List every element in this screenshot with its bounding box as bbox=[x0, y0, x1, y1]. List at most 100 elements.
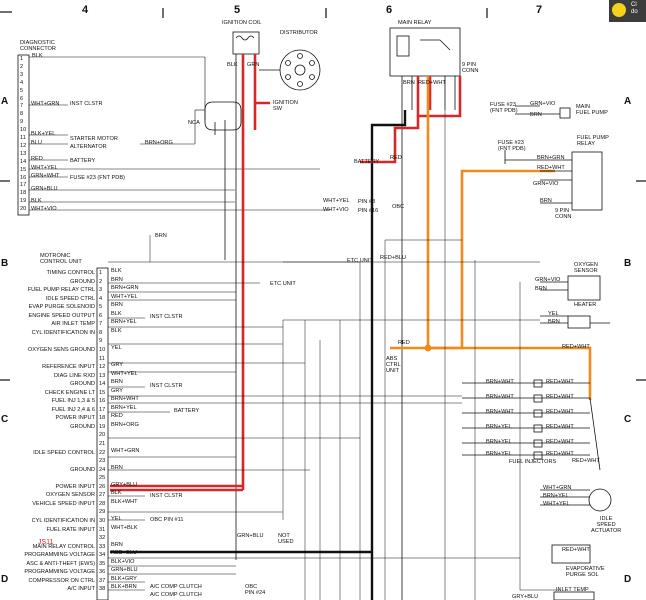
ecu-pin-label: POWER INPUT bbox=[55, 415, 95, 422]
injector-wire-in: BRN+YEL bbox=[486, 451, 512, 457]
ecu-pin-wire: BRN+YEL bbox=[111, 404, 137, 411]
coil-wire-grn: GRN bbox=[247, 62, 260, 68]
diag-wire-red: RED bbox=[31, 156, 43, 162]
ecu-pin-wire: WHT+YEL bbox=[111, 370, 138, 377]
ecu-pin-wire: WHT+BLK bbox=[111, 524, 138, 531]
ecu-pin-label: IDLE SPEED CTRL bbox=[45, 295, 95, 302]
obc-pin3: PIN #3 bbox=[358, 199, 376, 205]
ecu-target-not-used: NOT USED bbox=[278, 533, 294, 545]
obc-wire-wht-vio: WHT+VIO bbox=[323, 207, 349, 213]
ecu-pin-number: 31 bbox=[99, 526, 106, 533]
ecu-pin-label: CYL IDENTIFICATION IN bbox=[31, 517, 95, 524]
idle-actuator-label: IDLE SPEED ACTUATOR bbox=[591, 516, 622, 534]
ecu-pin-number: 12 bbox=[99, 364, 106, 371]
ecu-target-inst2: INST CLSTR bbox=[150, 383, 183, 389]
ecu-pin-number: 18 bbox=[99, 415, 106, 422]
ecu-pin-wire: BLK bbox=[111, 268, 122, 274]
row-label-d: D bbox=[1, 574, 9, 585]
row-label-a-right: A bbox=[624, 96, 632, 107]
row-label-c-right: C bbox=[624, 414, 632, 425]
ecu-pin-wire: WHT+YEL bbox=[111, 293, 138, 300]
tip-popup[interactable]: Cl do bbox=[609, 0, 646, 22]
ecu-target-ac2: A/C COMP CLUTCH bbox=[150, 592, 202, 598]
diag-pin-number: 16 bbox=[20, 174, 27, 181]
ecu-pin-number: 7 bbox=[99, 321, 103, 328]
obc-label: OBC bbox=[392, 204, 405, 210]
ecu-pin-label: FUEL INJ 1,3 & 5 bbox=[51, 398, 95, 405]
ecu-pin-label: COMPRESSOR ON CTRL bbox=[28, 577, 95, 584]
o2-wire4: BRN bbox=[548, 319, 560, 325]
ecu-pin-wire: GRY+BLU bbox=[111, 481, 138, 488]
lightbulb-icon bbox=[612, 3, 626, 17]
ecu-pin-number: 27 bbox=[99, 492, 106, 499]
abs-wire-red: RED bbox=[398, 340, 410, 346]
column-label-7: 7 bbox=[536, 4, 543, 16]
o2-wire2: BRN bbox=[535, 286, 547, 292]
oxygen-sensor-label: OXYGEN SENSOR bbox=[574, 262, 598, 274]
ecu-pin-label: GROUND bbox=[70, 423, 95, 430]
diag-pin-number: 3 bbox=[20, 71, 24, 78]
ecu-pin-number: 24 bbox=[99, 466, 106, 473]
diag-target-inst: INST CLSTR bbox=[70, 101, 103, 107]
ecu-target-etc: ETC UNIT bbox=[270, 281, 296, 287]
ecu-target-battery: BATTERY bbox=[174, 408, 200, 414]
ecu-pin-label: ASC & ANTI-THEFT (EWS) bbox=[26, 560, 95, 567]
idle-wire1: RED+WHT bbox=[572, 458, 600, 464]
etc-wire: RED+BLU bbox=[380, 255, 406, 261]
injector-feed-wire: RED+WHT bbox=[562, 344, 590, 350]
diag-target-fuse: FUSE #23 (FNT PDB) bbox=[70, 175, 125, 181]
ecu-pin-wire: BRN bbox=[111, 276, 123, 283]
ecu-pin-number: 2 bbox=[99, 278, 103, 285]
main-relay-label: MAIN RELAY bbox=[398, 20, 432, 26]
diag-target-brn-org: BRN+ORG bbox=[145, 140, 173, 146]
injector-wire-in: BRN+WHT bbox=[486, 409, 514, 415]
ecu-brn-label: BRN bbox=[155, 233, 167, 239]
ecu-pin-number: 4 bbox=[99, 295, 103, 302]
diag-pin-number: 13 bbox=[20, 150, 27, 157]
ecu-pin-wire: BRN bbox=[111, 379, 123, 386]
diag-pin-number: 6 bbox=[20, 95, 24, 102]
ecu-pin-number: 22 bbox=[99, 449, 106, 456]
inlet-temp-wire: GRY+BLU bbox=[512, 594, 539, 600]
ecu-pin-label: AIR INLET TEMP bbox=[51, 321, 95, 328]
column-label-6: 6 bbox=[386, 4, 393, 16]
ecu-pin-wire: BLK+WHT bbox=[111, 498, 138, 505]
relay-wire-brn: BRN bbox=[403, 80, 415, 86]
diag-pin-number: 8 bbox=[20, 111, 24, 118]
ecu-pin-number: 21 bbox=[99, 441, 106, 447]
etc-unit-label: ETC UNIT bbox=[347, 258, 373, 264]
ecu-pin-label: A/C INPUT bbox=[67, 586, 95, 593]
o2-wire3: YEL bbox=[548, 311, 559, 317]
ecu-pin-label: FUEL INJ 2,4 & 6 bbox=[51, 406, 95, 413]
injector-wire-out: RED+WHT bbox=[546, 451, 574, 457]
row-label-b: B bbox=[1, 258, 9, 269]
diag-wire-blu: BLU bbox=[31, 140, 42, 146]
fp-relay-conn: 9 PIN CONN bbox=[555, 208, 572, 220]
ecu-pin-wire: BRN bbox=[111, 464, 123, 471]
ecu-pin-number: 14 bbox=[99, 381, 106, 388]
ecu-target-inst1: INST CLSTR bbox=[150, 314, 183, 320]
ecu-pin-label: GROUND bbox=[70, 278, 95, 285]
fp-relay-fuse: FUSE #23 (FNT PDB) bbox=[498, 140, 526, 152]
injector-wire-in: BRN+YEL bbox=[486, 424, 512, 430]
ecu-pin-number: 15 bbox=[99, 389, 106, 396]
ecu-pin-wire: BLK bbox=[111, 310, 122, 317]
ecu-target-grn-blu: GRN+BLU bbox=[237, 533, 264, 539]
diag-wire-grn-blu: GRN+BLU bbox=[31, 186, 58, 192]
ecu-pin-label: FUEL RATE INPUT bbox=[46, 526, 95, 533]
injector-wire-out: RED+WHT bbox=[546, 439, 574, 445]
main-fuel-pump-label: MAIN FUEL PUMP bbox=[576, 104, 608, 116]
diag-pin-number: 5 bbox=[20, 87, 24, 94]
ecu-pin-number: 35 bbox=[99, 560, 106, 567]
ecu-pin-wire: BRN bbox=[111, 302, 123, 309]
ecu-pin-label: GROUND bbox=[70, 466, 95, 473]
diag-pin-number: 10 bbox=[20, 127, 27, 134]
injector-wire-out: RED+WHT bbox=[546, 409, 574, 415]
injector-wire-in: BRN+WHT bbox=[486, 379, 514, 385]
nca-label: NCA bbox=[188, 120, 200, 126]
evap-purge-label: EVAPORATIVE PURGE SOL bbox=[566, 566, 605, 578]
relay-wire-red-wht: RED+WHT bbox=[418, 80, 446, 86]
ecu-title: MOTRONIC CONTROL UNIT bbox=[40, 253, 82, 265]
diag-pin-number: 11 bbox=[20, 135, 26, 141]
